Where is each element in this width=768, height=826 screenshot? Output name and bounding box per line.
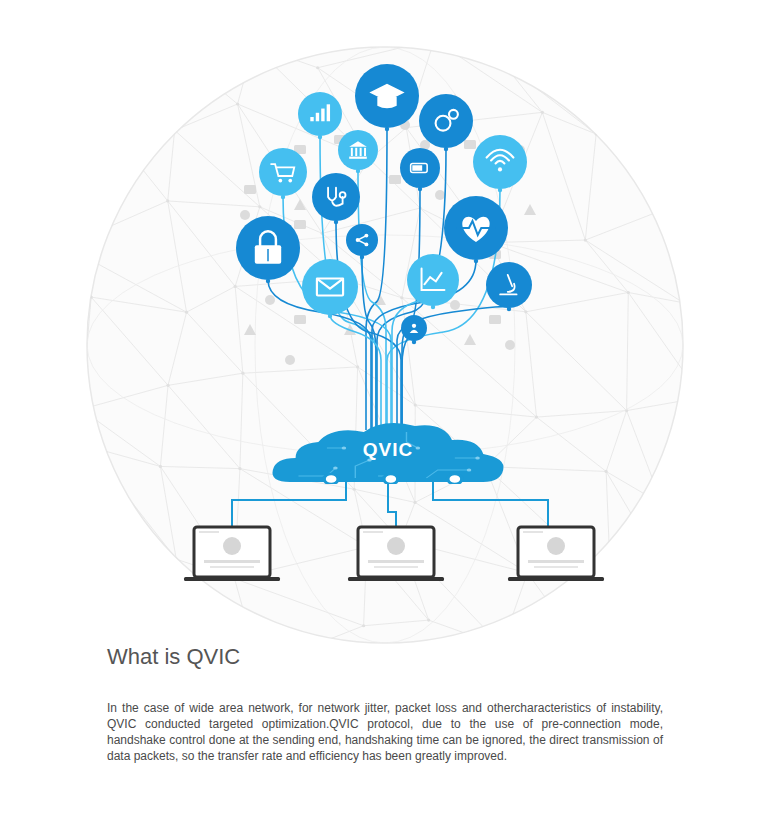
heading: What is QVIC xyxy=(107,644,240,670)
laptops xyxy=(184,527,604,581)
node-label: QVIC xyxy=(270,439,506,461)
wireframe-globe xyxy=(64,18,704,668)
laptop-wires xyxy=(232,480,548,526)
body-text: In the case of wide area network, for ne… xyxy=(107,700,663,764)
cloud-node: QVIC xyxy=(270,418,506,484)
icon-circles xyxy=(236,64,532,341)
